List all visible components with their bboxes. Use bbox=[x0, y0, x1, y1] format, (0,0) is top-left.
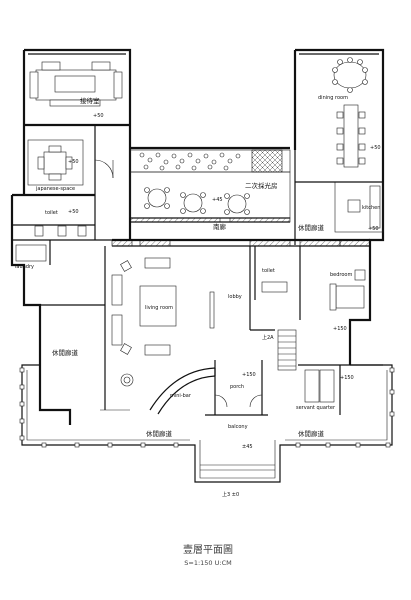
label-lobby: lobby bbox=[228, 294, 242, 300]
label-dining-room: dining room bbox=[318, 95, 348, 101]
room-labels: 接待室 japanese-space toilet laundry 二次採光房 … bbox=[15, 95, 380, 438]
label-stair-up: 上2A bbox=[262, 334, 274, 341]
right-rooms bbox=[254, 246, 383, 415]
label-corridor-left: 休閒廊道 bbox=[52, 348, 79, 357]
level-japanese: +50 bbox=[68, 159, 79, 165]
level-lightwell: +45 bbox=[212, 197, 223, 203]
level-kitchen: +50 bbox=[368, 226, 379, 232]
label-servant-quarter: servant quarter bbox=[296, 405, 336, 411]
title-scale: S=1:150 U:CM bbox=[184, 559, 231, 567]
label-japanese-space: japanese-space bbox=[35, 186, 75, 192]
verandah bbox=[19, 364, 395, 483]
label-corridor-bottom-left: 休閒廊道 bbox=[146, 429, 173, 438]
living-room bbox=[40, 246, 177, 411]
hatched-walls bbox=[111, 217, 371, 247]
label-toilet-left: toilet bbox=[45, 210, 58, 216]
japanese-space bbox=[12, 125, 114, 197]
label-balcony: balcony bbox=[228, 424, 248, 430]
label-laundry: laundry bbox=[15, 264, 34, 270]
level-balcony: ±45 bbox=[242, 444, 253, 450]
reception-room bbox=[24, 61, 130, 127]
left-toilets bbox=[12, 195, 112, 265]
level-servant: +150 bbox=[340, 375, 354, 381]
label-living-room: living room bbox=[145, 305, 173, 311]
mini-bar bbox=[149, 367, 216, 415]
label-bedroom: bedroom bbox=[330, 272, 352, 278]
title-main: 壹層平面圖 bbox=[183, 543, 233, 556]
label-reception: 接待室 bbox=[80, 96, 100, 105]
level-bedroom: +150 bbox=[333, 326, 347, 332]
level-dining: +50 bbox=[370, 145, 381, 151]
label-toilet-right: toilet bbox=[262, 268, 275, 274]
level-entry: 上3 ±0 bbox=[222, 491, 239, 498]
label-lightwell: 二次採光房 bbox=[245, 181, 278, 190]
porch-area bbox=[205, 360, 268, 416]
lobby bbox=[209, 246, 275, 331]
drawing-title: 壹層平面圖 S=1:150 U:CM bbox=[183, 543, 233, 567]
label-mini-bar: mini-bar bbox=[170, 393, 192, 399]
level-porch: +150 bbox=[242, 372, 256, 378]
level-markers: +50 +50 +50 +45 +50 +50 +150 ±45 +150 +1… bbox=[68, 113, 381, 498]
level-toilet-left: +50 bbox=[68, 209, 79, 215]
lightwell-tables bbox=[144, 187, 250, 215]
stairs bbox=[277, 329, 297, 371]
label-kitchen: kitchen bbox=[362, 205, 380, 211]
label-south-corridor: 南廊 bbox=[213, 222, 227, 231]
level-reception: +50 bbox=[93, 113, 104, 119]
dining-room bbox=[294, 57, 368, 245]
lightwell bbox=[129, 149, 291, 219]
label-porch: porch bbox=[230, 384, 244, 390]
kitchen bbox=[295, 181, 384, 233]
columns bbox=[19, 367, 395, 448]
label-corridor-kitchen: 休閒廊道 bbox=[298, 223, 325, 232]
label-corridor-bottom-right: 休閒廊道 bbox=[298, 429, 325, 438]
